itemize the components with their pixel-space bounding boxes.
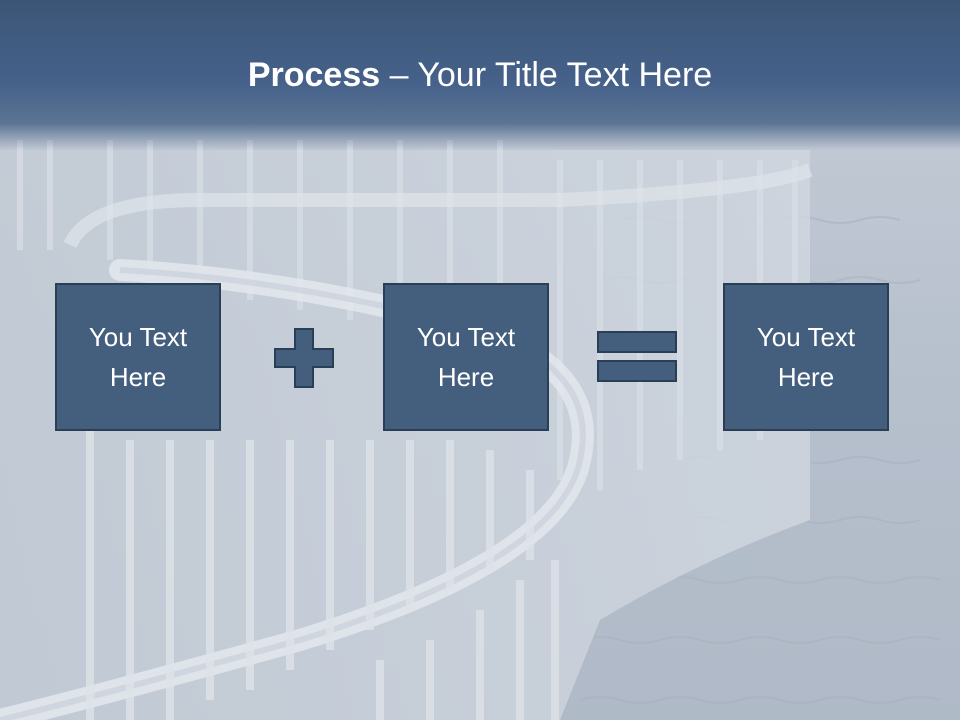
process-box-2[interactable]: You Text Here <box>383 283 549 431</box>
title-bold-part: Process <box>247 56 381 94</box>
title-text-part: Your Title Text Here <box>417 56 713 94</box>
process-box-3[interactable]: You Text Here <box>723 283 889 431</box>
process-box-3-text: You Text Here <box>756 322 856 392</box>
equals-icon <box>597 331 677 382</box>
plus-icon <box>274 328 334 388</box>
process-box-1[interactable]: You Text Here <box>55 283 221 431</box>
process-box-2-text: You Text Here <box>416 322 516 392</box>
title-dash: – <box>380 56 418 94</box>
process-box-1-text: You Text Here <box>88 322 188 392</box>
slide-title[interactable]: Process – Your Title Text Here <box>0 52 960 98</box>
title-bar <box>0 0 960 150</box>
